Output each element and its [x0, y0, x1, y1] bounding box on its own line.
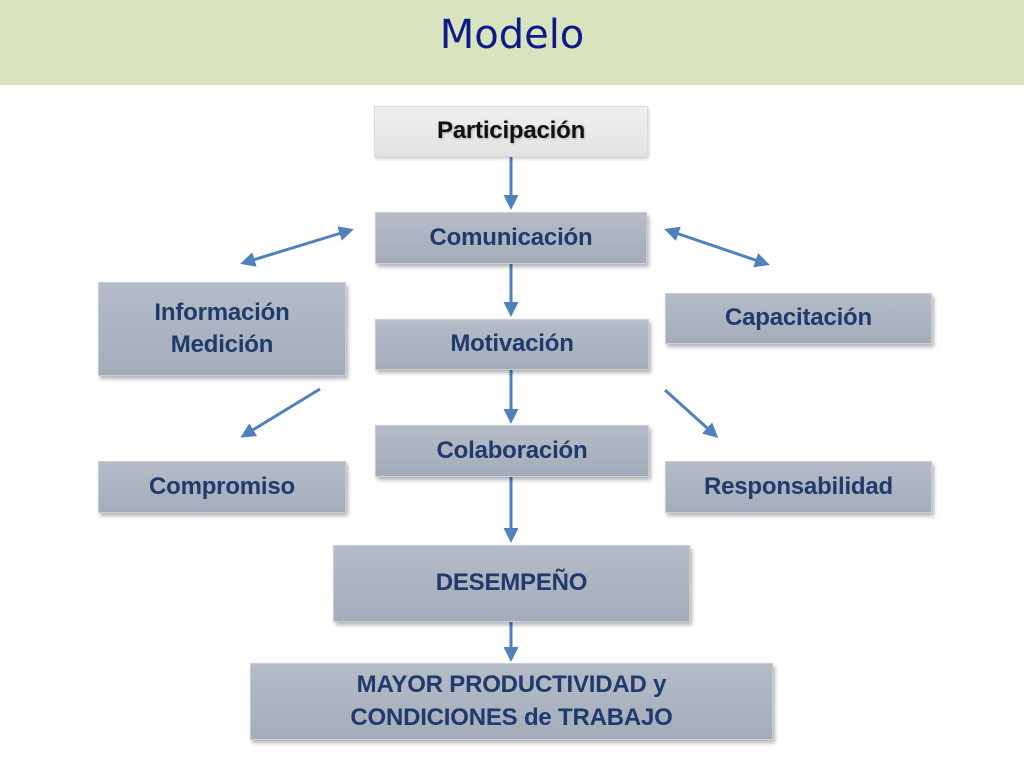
- desempeno-label: DESEMPEÑO: [435, 569, 588, 597]
- comunicacion-label: Comunicación: [429, 223, 593, 251]
- participacion-label: Participación: [436, 117, 586, 145]
- motivacion-label: Motivación: [450, 330, 574, 358]
- medicion-label: Medición: [170, 331, 274, 358]
- responsabilidad-label: Responsabilidad: [703, 472, 894, 500]
- resultado-line1: MAYOR PRODUCTIVIDAD y: [356, 671, 667, 699]
- arrow-to-responsabilidad: [663, 388, 719, 439]
- slide-title: Modelo: [439, 12, 585, 58]
- informacion-label: Información: [154, 298, 290, 326]
- desempeno-box: DESEMPEÑO: [333, 545, 690, 622]
- capacitacion-box: Capacitación: [665, 293, 932, 344]
- informacion-medicion-box: Información Medición: [98, 282, 346, 376]
- capacitacion-label: Capacitación: [725, 304, 872, 332]
- comunicacion-box: Comunicación: [375, 212, 647, 264]
- motivacion-box: Motivación: [375, 319, 649, 370]
- resultado-box: MAYOR PRODUCTIVIDAD y CONDICIONES de TRA…: [250, 663, 773, 740]
- colaboracion-label: Colaboración: [436, 436, 588, 464]
- participacion-box: Participación: [374, 106, 648, 157]
- compromiso-box: Compromiso: [98, 461, 346, 513]
- responsabilidad-box: Responsabilidad: [665, 461, 932, 513]
- title-bar: Modelo: [0, 0, 1024, 85]
- compromiso-label: Compromiso: [148, 472, 295, 500]
- resultado-line2: CONDICIONES de TRABAJO: [350, 703, 673, 731]
- arrow-double-right: [664, 226, 770, 268]
- arrow-double-left: [240, 226, 354, 267]
- arrow-to-compromiso: [240, 387, 321, 438]
- colaboracion-box: Colaboración: [375, 425, 649, 477]
